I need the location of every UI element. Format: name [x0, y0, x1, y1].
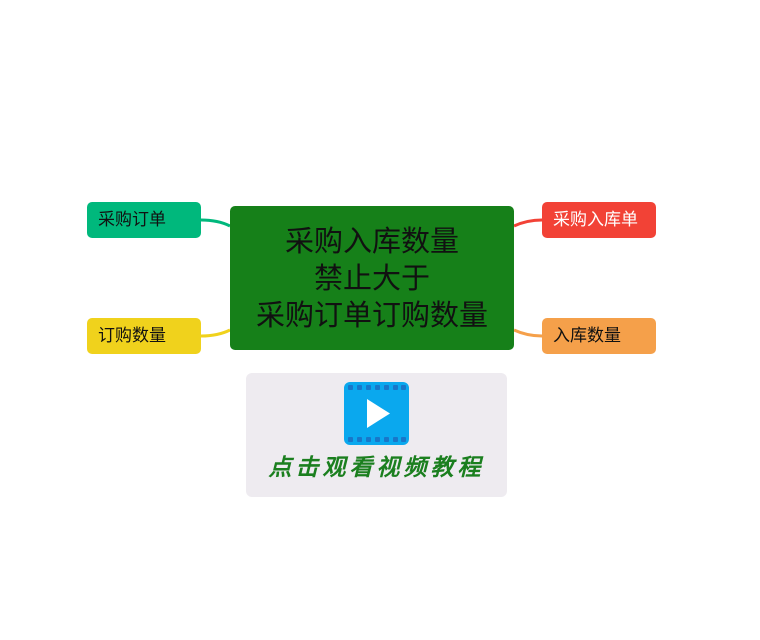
branch-node-purchase-order[interactable]: 采购订单 — [87, 202, 201, 238]
branch-label: 采购订单 — [98, 209, 166, 230]
connector-top-left — [200, 218, 231, 228]
video-caption[interactable]: 点击观看视频教程 — [268, 455, 485, 481]
central-topic-line: 采购订单订购数量 — [255, 297, 488, 332]
branch-node-receipt-quantity[interactable]: 入库数量 — [542, 318, 656, 354]
central-topic-line: 采购入库数量 — [284, 223, 459, 258]
play-icon[interactable] — [344, 382, 409, 445]
video-tutorial-card[interactable]: 点击观看视频教程 — [246, 373, 507, 497]
branch-node-order-quantity[interactable]: 订购数量 — [87, 318, 201, 354]
connector-bottom-left — [200, 328, 231, 338]
branch-label: 入库数量 — [553, 325, 621, 346]
branch-node-purchase-receipt[interactable]: 采购入库单 — [542, 202, 656, 238]
central-topic-line: 禁止大于 — [313, 260, 430, 295]
branch-label: 订购数量 — [98, 325, 166, 346]
central-topic[interactable]: 采购入库数量 禁止大于 采购订单订购数量 — [230, 206, 514, 350]
connector-top-right — [513, 218, 543, 228]
connector-bottom-right — [513, 328, 543, 338]
branch-label: 采购入库单 — [553, 209, 638, 230]
